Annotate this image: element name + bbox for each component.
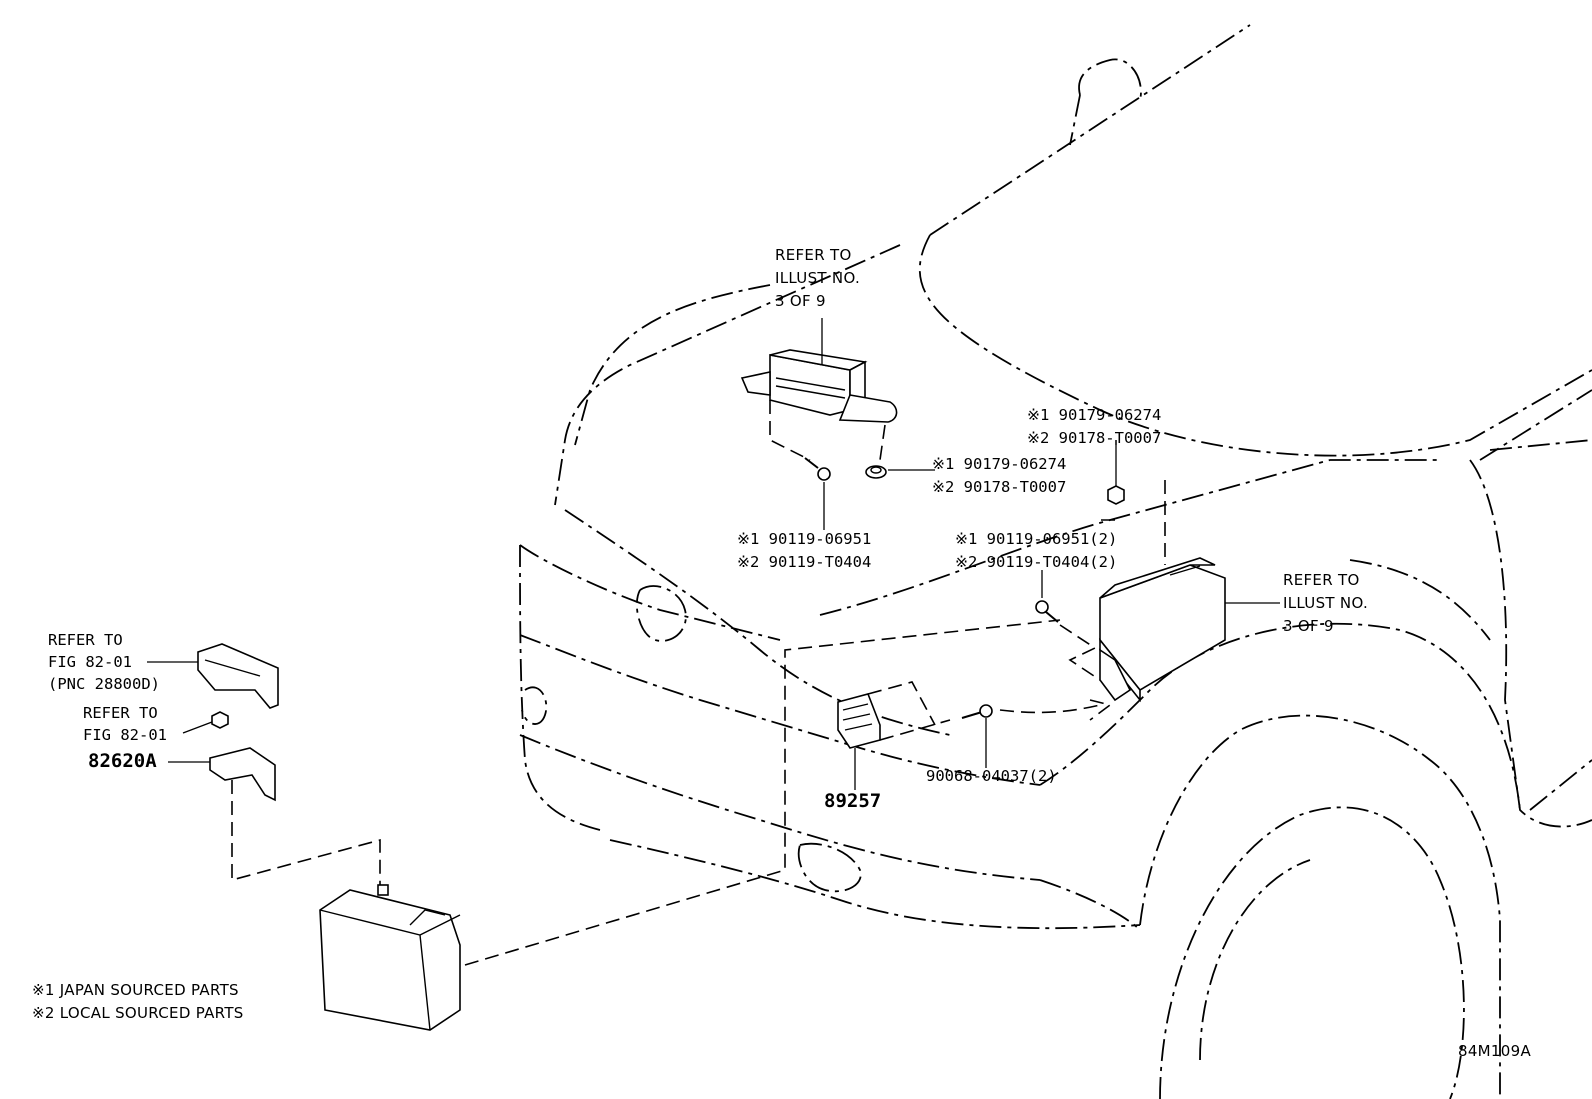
bolt-pair-a-line1: ※1 90119-06951 (737, 530, 872, 548)
nut-pair-a-callout: ※1 90179-06274 ※2 90178-T0007 (932, 453, 1066, 499)
refer-right-line2: ILLUST NO. (1283, 594, 1369, 612)
part-89257-label: 89257 (824, 790, 882, 812)
left-bracket-drawing (197, 643, 279, 709)
note-1-text: JAPAN SOURCED PARTS (59, 981, 239, 999)
refer-top-line2: ILLUST NO. (775, 269, 861, 287)
refer-fig-bracket-callout: REFER TO FIG 82-01 (PNC 28800D) (48, 629, 160, 695)
refer-fig-nut-line1: REFER TO (83, 704, 158, 722)
nut-pair-a-line2: ※2 90178-T0007 (932, 478, 1067, 496)
bolt-pair-a-callout: ※1 90119-06951 ※2 90119-T0404 (737, 528, 871, 574)
vehicle-body-outline (519, 24, 1592, 1099)
refer-top-line1: REFER TO (775, 246, 852, 264)
bolt-pair-b-line1: ※1 90119-06951(2) (955, 530, 1118, 548)
bolt-pair-b-callout: ※1 90119-06951(2) ※2 90119-T0404(2) (955, 528, 1117, 574)
refer-top-line3: 3 OF 9 (775, 292, 826, 310)
sensor-89257-drawing (837, 693, 881, 749)
bolt-pair-a-line2: ※2 90119-T0404 (737, 553, 872, 571)
bolt-90068-drawing (961, 704, 993, 719)
bolt-b-drawing (1035, 600, 1059, 623)
nut-pair-b-line1: ※1 90179-06274 (1027, 406, 1162, 424)
refer-right-callout: REFER TO ILLUST NO. 3 OF 9 (1283, 569, 1368, 638)
refer-top-callout: REFER TO ILLUST NO. 3 OF 9 (775, 244, 860, 313)
notes-legend: ※1 JAPAN SOURCED PARTS ※2 LOCAL SOURCED … (32, 979, 244, 1025)
bracket-82620a-drawing (209, 747, 276, 802)
note-1-mark: ※1 (32, 981, 55, 999)
nut-a-drawing (865, 465, 887, 479)
refer-fig-bracket-line1: REFER TO (48, 631, 123, 649)
note-2-text: LOCAL SOURCED PARTS (59, 1004, 244, 1022)
refer-fig-bracket-line3: (PNC 28800D) (48, 675, 160, 693)
part-82620a-label: 82620A (88, 750, 157, 772)
bolt-a-drawing (804, 457, 831, 481)
note-1: ※1 JAPAN SOURCED PARTS (32, 979, 244, 1002)
battery-drawing (319, 884, 461, 1031)
refer-fig-nut-line2: FIG 82-01 (83, 726, 167, 744)
nut-pair-a-line1: ※1 90179-06274 (932, 455, 1067, 473)
note-2-mark: ※2 (32, 1004, 55, 1022)
bolt-90068-label: 90068-04037(2) (926, 767, 1057, 785)
note-2: ※2 LOCAL SOURCED PARTS (32, 1002, 244, 1025)
small-nut-drawing (211, 711, 229, 729)
upper-module-drawing (740, 349, 898, 423)
nut-pair-b-callout: ※1 90179-06274 ※2 90178-T0007 (1027, 404, 1161, 450)
bolt-pair-b-line2: ※2 90119-T0404(2) (955, 553, 1118, 571)
refer-fig-nut-callout: REFER TO FIG 82-01 (83, 702, 167, 746)
refer-right-line1: REFER TO (1283, 571, 1360, 589)
drawing-number: 84M109A (1458, 1042, 1532, 1060)
refer-fig-bracket-line2: FIG 82-01 (48, 653, 132, 671)
refer-right-line3: 3 OF 9 (1283, 617, 1334, 635)
nut-pair-b-line2: ※2 90178-T0007 (1027, 429, 1162, 447)
nut-b-drawing (1107, 485, 1125, 505)
right-module-drawing (1099, 557, 1226, 703)
